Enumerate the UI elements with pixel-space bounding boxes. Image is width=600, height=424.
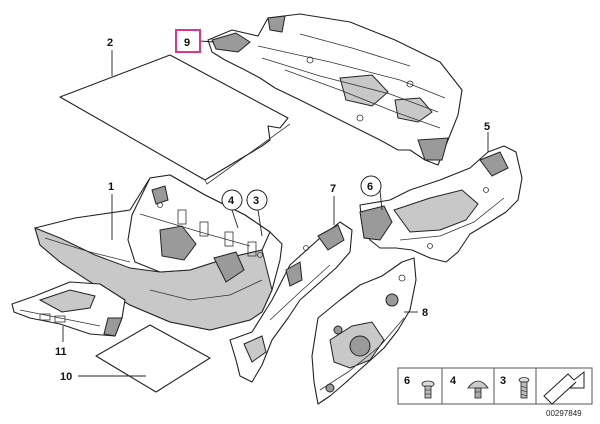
- part-10-flat-pad: [78, 324, 211, 393]
- callout-3-circle[interactable]: 3: [246, 189, 268, 211]
- part-7-side-insulation: [229, 196, 353, 383]
- diagram-id: 00297849: [546, 409, 582, 418]
- callout-9-highlight[interactable]: 9: [175, 29, 201, 53]
- legend-item-6-label: 6: [404, 375, 410, 387]
- legend-item-3-label: 3: [500, 375, 506, 387]
- callout-7-label: 7: [330, 183, 336, 195]
- callout-3-label: 3: [253, 195, 259, 207]
- callout-9-label: 9: [184, 37, 190, 49]
- callout-7[interactable]: 7: [330, 183, 336, 195]
- highlight-box: [175, 29, 201, 53]
- callout-4-circle[interactable]: 4: [221, 189, 243, 211]
- mushroom-clip-icon: [467, 380, 489, 399]
- part-2-floor-mat: [59, 50, 291, 185]
- callout-5[interactable]: 5: [484, 121, 490, 133]
- callout-8-label: 8: [422, 307, 428, 319]
- callout-10[interactable]: 10: [60, 371, 72, 383]
- callout-5-label: 5: [484, 121, 490, 133]
- callout-10-label: 10: [60, 371, 72, 383]
- callout-1-label: 1: [108, 181, 114, 193]
- part-1-floor-insulation: [34, 174, 283, 331]
- callout-6-circle[interactable]: 6: [360, 175, 382, 197]
- push-rivet-icon: [421, 380, 435, 399]
- part-9-parcel-shelf-insulation: [199, 13, 463, 166]
- callout-2[interactable]: 2: [107, 37, 113, 49]
- part-8-panel-cover: [311, 257, 418, 405]
- callout-8[interactable]: 8: [422, 307, 428, 319]
- callout-11-label: 11: [55, 346, 67, 358]
- legend-item-4-label: 4: [450, 375, 457, 387]
- arrow-icon: [543, 370, 585, 405]
- callout-6-label: 6: [367, 181, 373, 193]
- callout-11[interactable]: 11: [55, 346, 67, 358]
- fastener-legend: 6 4 3: [397, 367, 593, 405]
- part-11-bracket-tray: [11, 281, 126, 342]
- callout-4-label: 4: [228, 195, 235, 207]
- screw-clip-icon: [518, 377, 530, 399]
- callout-1[interactable]: 1: [108, 181, 114, 193]
- callout-2-label: 2: [107, 37, 113, 49]
- part-5-wheel-arch-insulation: [359, 132, 523, 263]
